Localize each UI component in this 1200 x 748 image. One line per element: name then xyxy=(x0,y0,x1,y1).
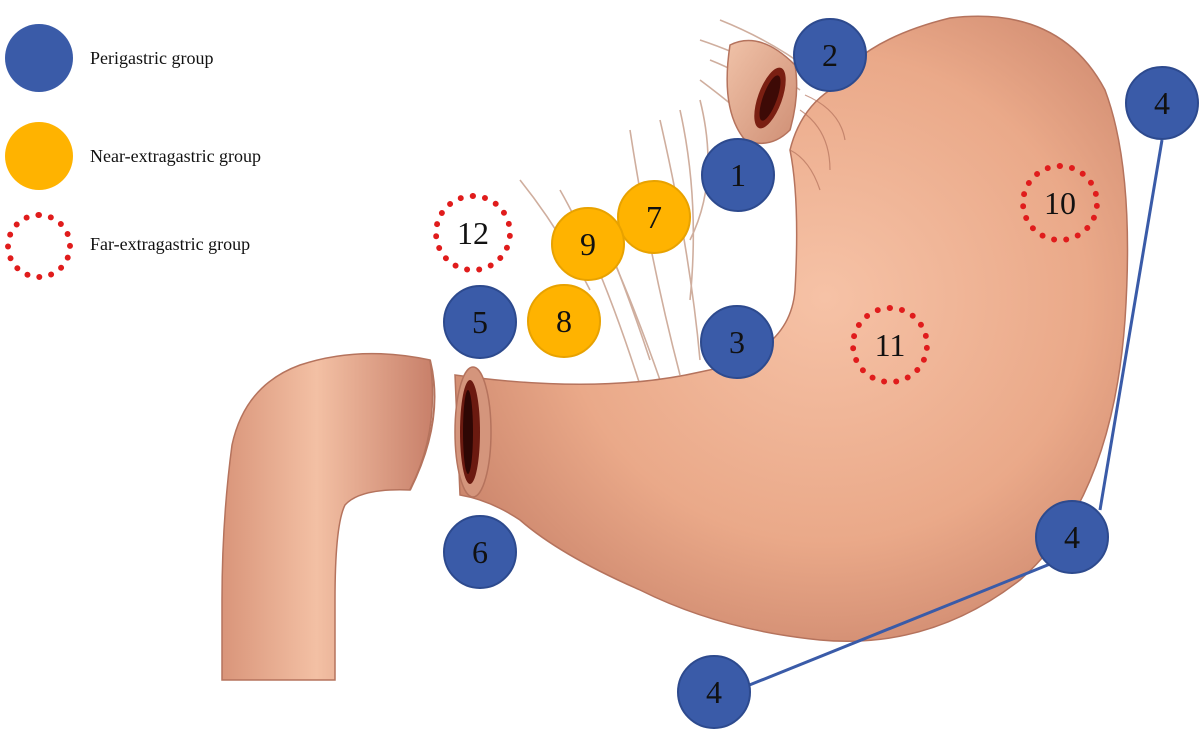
legend-item-far-extragastric: Far-extragastric group xyxy=(0,210,420,290)
node-station-4-lower: 4 xyxy=(677,655,751,729)
node-station-9: 9 xyxy=(551,207,625,281)
node-station-1: 1 xyxy=(701,138,775,212)
node-station-3: 3 xyxy=(700,305,774,379)
legend-swatch-dotted-red xyxy=(5,212,73,280)
node-station-8: 8 xyxy=(527,284,601,358)
legend-label-far-extragastric: Far-extragastric group xyxy=(90,234,251,254)
station-4-connectors xyxy=(741,139,1164,690)
node-station-4-upper: 4 xyxy=(1125,66,1199,140)
legend-swatch-orange xyxy=(5,122,73,190)
stomach xyxy=(454,15,1129,642)
node-station-5: 5 xyxy=(443,285,517,359)
node-station-10: 10 xyxy=(1020,163,1100,243)
duodenum xyxy=(221,352,434,681)
legend-label-near-extragastric: Near-extragastric group xyxy=(90,146,262,166)
node-station-12: 12 xyxy=(433,193,513,273)
legend-item-perigastric: Perigastric group xyxy=(0,22,420,102)
legend-label-perigastric: Perigastric group xyxy=(90,48,214,68)
node-station-4-middle: 4 xyxy=(1035,500,1109,574)
node-station-2: 2 xyxy=(793,18,867,92)
node-station-6: 6 xyxy=(443,515,517,589)
node-station-11: 11 xyxy=(850,305,930,385)
node-station-7: 7 xyxy=(617,180,691,254)
legend-swatch-blue xyxy=(5,24,73,92)
legend-item-near-extragastric: Near-extragastric group xyxy=(0,120,420,200)
